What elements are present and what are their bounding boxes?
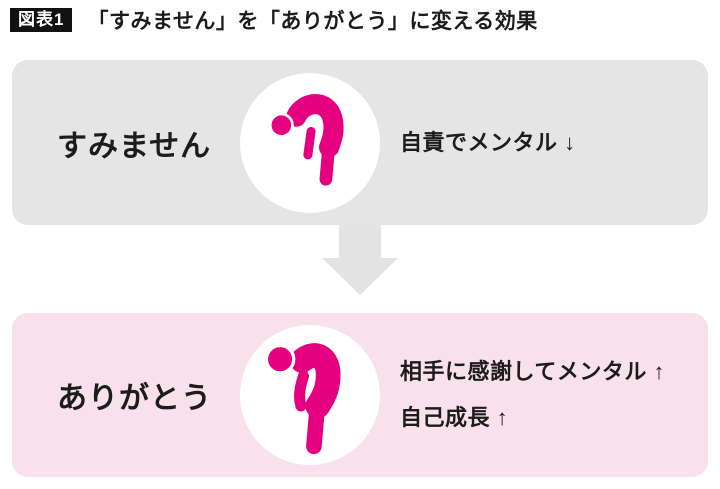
down-arrow-head	[322, 258, 398, 295]
deep-bow-person-icon	[257, 87, 363, 198]
down-arrow-stem	[339, 225, 381, 258]
arigatou-row: ありがとう 相手に感謝してメンタル ↑ 自己成長 ↑	[12, 313, 708, 477]
figure-header: 図表1 「すみません」を「ありがとう」に変える効果	[10, 5, 712, 35]
sumimasen-effect-text: 自責でメンタル ↓	[400, 129, 576, 155]
arigatou-effect-text: 相手に感謝してメンタル ↑ 自己成長 ↑	[400, 349, 665, 441]
sumimasen-label: すみません	[57, 129, 212, 163]
sumimasen-row: すみません 自責でメンタル ↓	[12, 60, 708, 225]
icon-circle	[240, 325, 380, 465]
arigatou-label: ありがとう	[57, 382, 212, 415]
icon-circle	[240, 72, 380, 213]
slight-bow-person-icon	[245, 328, 375, 463]
transition-arrow	[0, 225, 720, 313]
arigatou-effect-line2: 自己成長 ↑	[400, 405, 509, 430]
arigatou-effect-line1: 相手に感謝してメンタル ↑	[400, 358, 665, 384]
figure-title: 「すみません」を「ありがとう」に変える効果	[87, 10, 538, 33]
figure-number-tag: 図表1	[10, 8, 73, 32]
